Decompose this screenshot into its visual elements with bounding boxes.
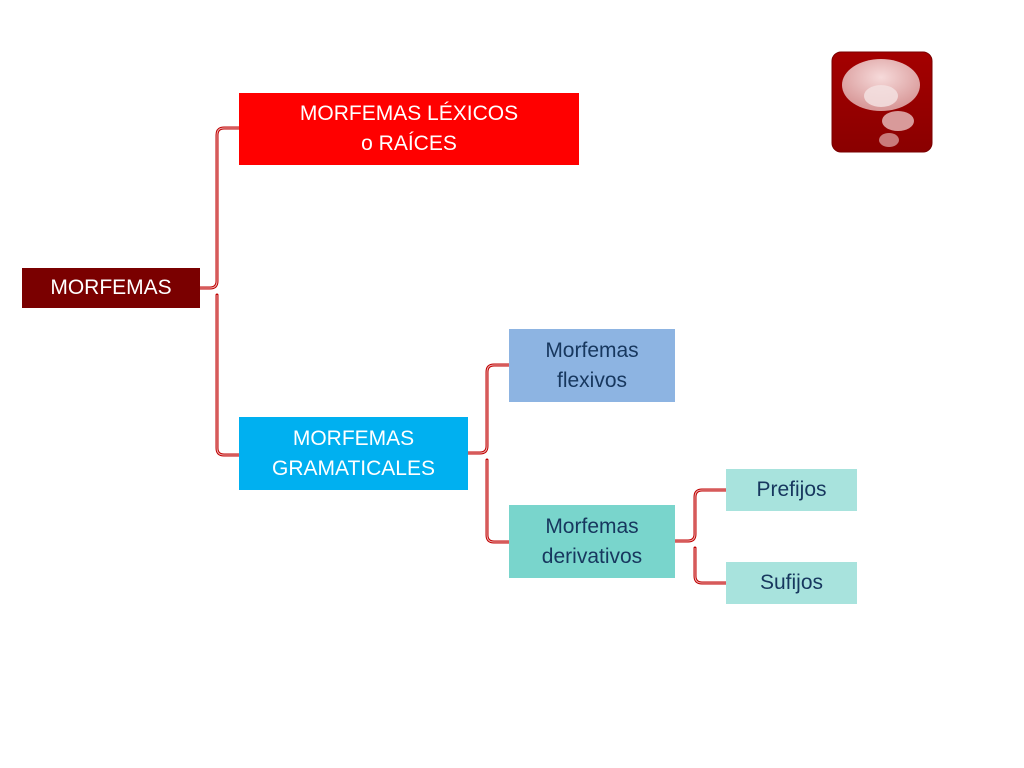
node-morfemas-derivativos: Morfemas derivativos bbox=[509, 505, 675, 578]
node-derivativos-line2: derivativos bbox=[541, 544, 643, 568]
node-morfemas-lexicos: MORFEMAS LÉXICOS o RAÍCES bbox=[239, 93, 579, 165]
thought-bubble-icon[interactable] bbox=[831, 51, 933, 153]
node-morfemas-flexivos: Morfemas flexivos bbox=[509, 329, 675, 402]
node-flexivos-line1: Morfemas bbox=[545, 338, 639, 362]
derivativos-bracket bbox=[673, 488, 728, 585]
node-lexicos-line2: o RAÍCES bbox=[361, 132, 457, 155]
node-morfemas-gramaticales: MORFEMAS GRAMATICALES bbox=[239, 417, 468, 490]
root-bracket bbox=[198, 126, 241, 457]
node-morfemas-label: MORFEMAS bbox=[50, 276, 172, 299]
node-flexivos-line2: flexivos bbox=[556, 368, 628, 392]
node-derivativos-line1: Morfemas bbox=[545, 514, 639, 538]
node-morfemas: MORFEMAS bbox=[22, 268, 200, 308]
node-lexicos-line1: MORFEMAS LÉXICOS bbox=[299, 102, 519, 125]
node-gramaticales-line2: GRAMATICALES bbox=[272, 456, 435, 480]
node-gramaticales-line1: MORFEMAS bbox=[292, 426, 415, 450]
node-prefijos: Prefijos bbox=[726, 469, 857, 511]
node-sufijos-label: Sufijos bbox=[759, 571, 824, 594]
node-prefijos-label: Prefijos bbox=[756, 478, 827, 501]
node-sufijos: Sufijos bbox=[726, 562, 857, 604]
